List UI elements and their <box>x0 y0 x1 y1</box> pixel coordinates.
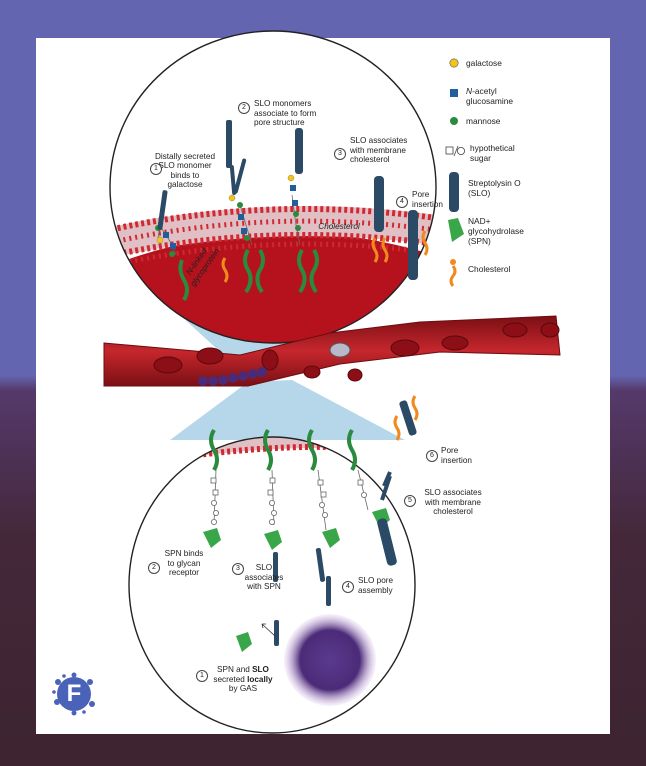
legend-galactose-label: galactose <box>466 58 502 68</box>
bottom-step-4-number: 4 <box>342 581 354 593</box>
logo-letter: F <box>66 680 82 707</box>
b1-part-a: SPN and <box>217 665 253 674</box>
bottom-step-3-text: SLO associates with SPN <box>244 563 284 592</box>
bottom-step-2-text: SPN binds to glycan receptor <box>164 549 204 578</box>
slo-pore-bottom <box>399 400 417 436</box>
hypothetical-circle-icon <box>456 146 465 155</box>
logo-mark: F <box>52 672 96 716</box>
spn-bound-3 <box>322 528 340 548</box>
legend-icons <box>445 58 465 287</box>
top-step-3-text: SLO associates with membrane cholesterol <box>350 136 408 165</box>
legend-nacetyl-rest: -acetyl glucosamine <box>466 86 514 106</box>
slo-pore-assembly-1 <box>315 548 326 582</box>
galactose-icon <box>449 58 459 68</box>
bottom-step-5-number: 5 <box>404 495 416 507</box>
microbiology-reviews-logo: F MICROBIOLOGY REVIEWS <box>44 668 184 718</box>
glycan-receptor-2 <box>263 428 277 526</box>
bottom-step-1-number: 1 <box>196 670 208 682</box>
slo-pore-assembly-2 <box>326 576 331 606</box>
bottom-step-3-number: 3 <box>232 563 244 575</box>
spn-bound-1 <box>203 528 221 548</box>
blood-vessel <box>103 315 561 387</box>
top-step-2-number: 2 <box>238 102 250 114</box>
logo-line-2: REVIEWS <box>104 697 160 711</box>
top-step-1-number: 1 <box>150 163 162 175</box>
slo-with-spn <box>273 552 278 582</box>
legend-hypothetical-label: hypothetical sugar <box>470 143 515 163</box>
mannose-icon <box>450 117 458 125</box>
cholesterol-legend-icon <box>449 259 457 287</box>
glycan-receptor-3 <box>307 428 328 531</box>
slo-monomer-cholesterol <box>374 176 384 232</box>
nag-square-icon <box>450 89 458 97</box>
glycoprotein-2 <box>226 120 265 294</box>
slo-cholesterol-bottom <box>377 518 397 566</box>
glycoprotein-3 <box>287 128 319 294</box>
bottom-step-6-text: Pore insertion <box>441 446 472 465</box>
bottom-step-2-number: 2 <box>148 562 160 574</box>
b1-part-b: SLO <box>252 665 269 674</box>
legend-nacetyl-label: N-acetyl glucosamine <box>466 86 513 106</box>
b1-part-e: by GAS <box>228 684 258 694</box>
glycan-receptor-1 <box>209 428 219 526</box>
glycan-receptor-4 <box>347 428 369 511</box>
legend-cholesterol-label: Cholesterol <box>468 264 511 274</box>
bottom-step-5-text: SLO associates with membrane cholesterol <box>424 488 482 517</box>
top-step-2-text: SLO monomers associate to form pore stru… <box>254 99 317 128</box>
gas-bacterium <box>284 614 376 706</box>
hypothetical-square-icon <box>445 146 454 155</box>
top-step-4-number: 4 <box>396 196 408 208</box>
spn-secreted <box>236 632 252 652</box>
spn-bound-2 <box>264 530 282 550</box>
zoom-cone-bottom <box>170 380 405 440</box>
streptococcus-chain <box>198 367 267 386</box>
b1-part-d: locally <box>247 674 273 684</box>
top-step-1: Distally secreted SLO monomer binds to g… <box>145 142 225 190</box>
bottom-step-1-text: SPN and SLO secreted locally by GAS <box>206 665 280 694</box>
spn-legend-icon <box>448 218 464 242</box>
bottom-step-6-number: 6 <box>426 450 438 462</box>
legend-mannose-label: mannose <box>466 116 501 126</box>
top-step-3-number: 3 <box>334 148 346 160</box>
b1-part-c: secreted <box>213 674 245 684</box>
top-zoom-circle <box>109 30 437 344</box>
legend-slo-label: Streptolysin O (SLO) <box>468 178 521 198</box>
logo-line-1: MICROBIOLOGY <box>104 689 163 696</box>
top-step-1-text: Distally secreted SLO monomer binds to g… <box>154 151 216 190</box>
legend-nacetyl-italic: N <box>466 86 473 96</box>
cholesterol-cluster <box>221 230 429 283</box>
bottom-step-4-text: SLO pore assembly <box>358 576 394 595</box>
glycoprotein-1 <box>155 190 189 302</box>
cholesterol-annotation: Cholesterol <box>318 222 360 231</box>
top-step-4-text: Pore insertion <box>412 190 443 209</box>
slo-pore-insertion <box>408 210 418 280</box>
legend-spn-label: NAD+ glycohydrolase (SPN) <box>468 216 524 246</box>
slo-legend-icon <box>449 172 459 212</box>
slo-secreted <box>274 620 279 646</box>
